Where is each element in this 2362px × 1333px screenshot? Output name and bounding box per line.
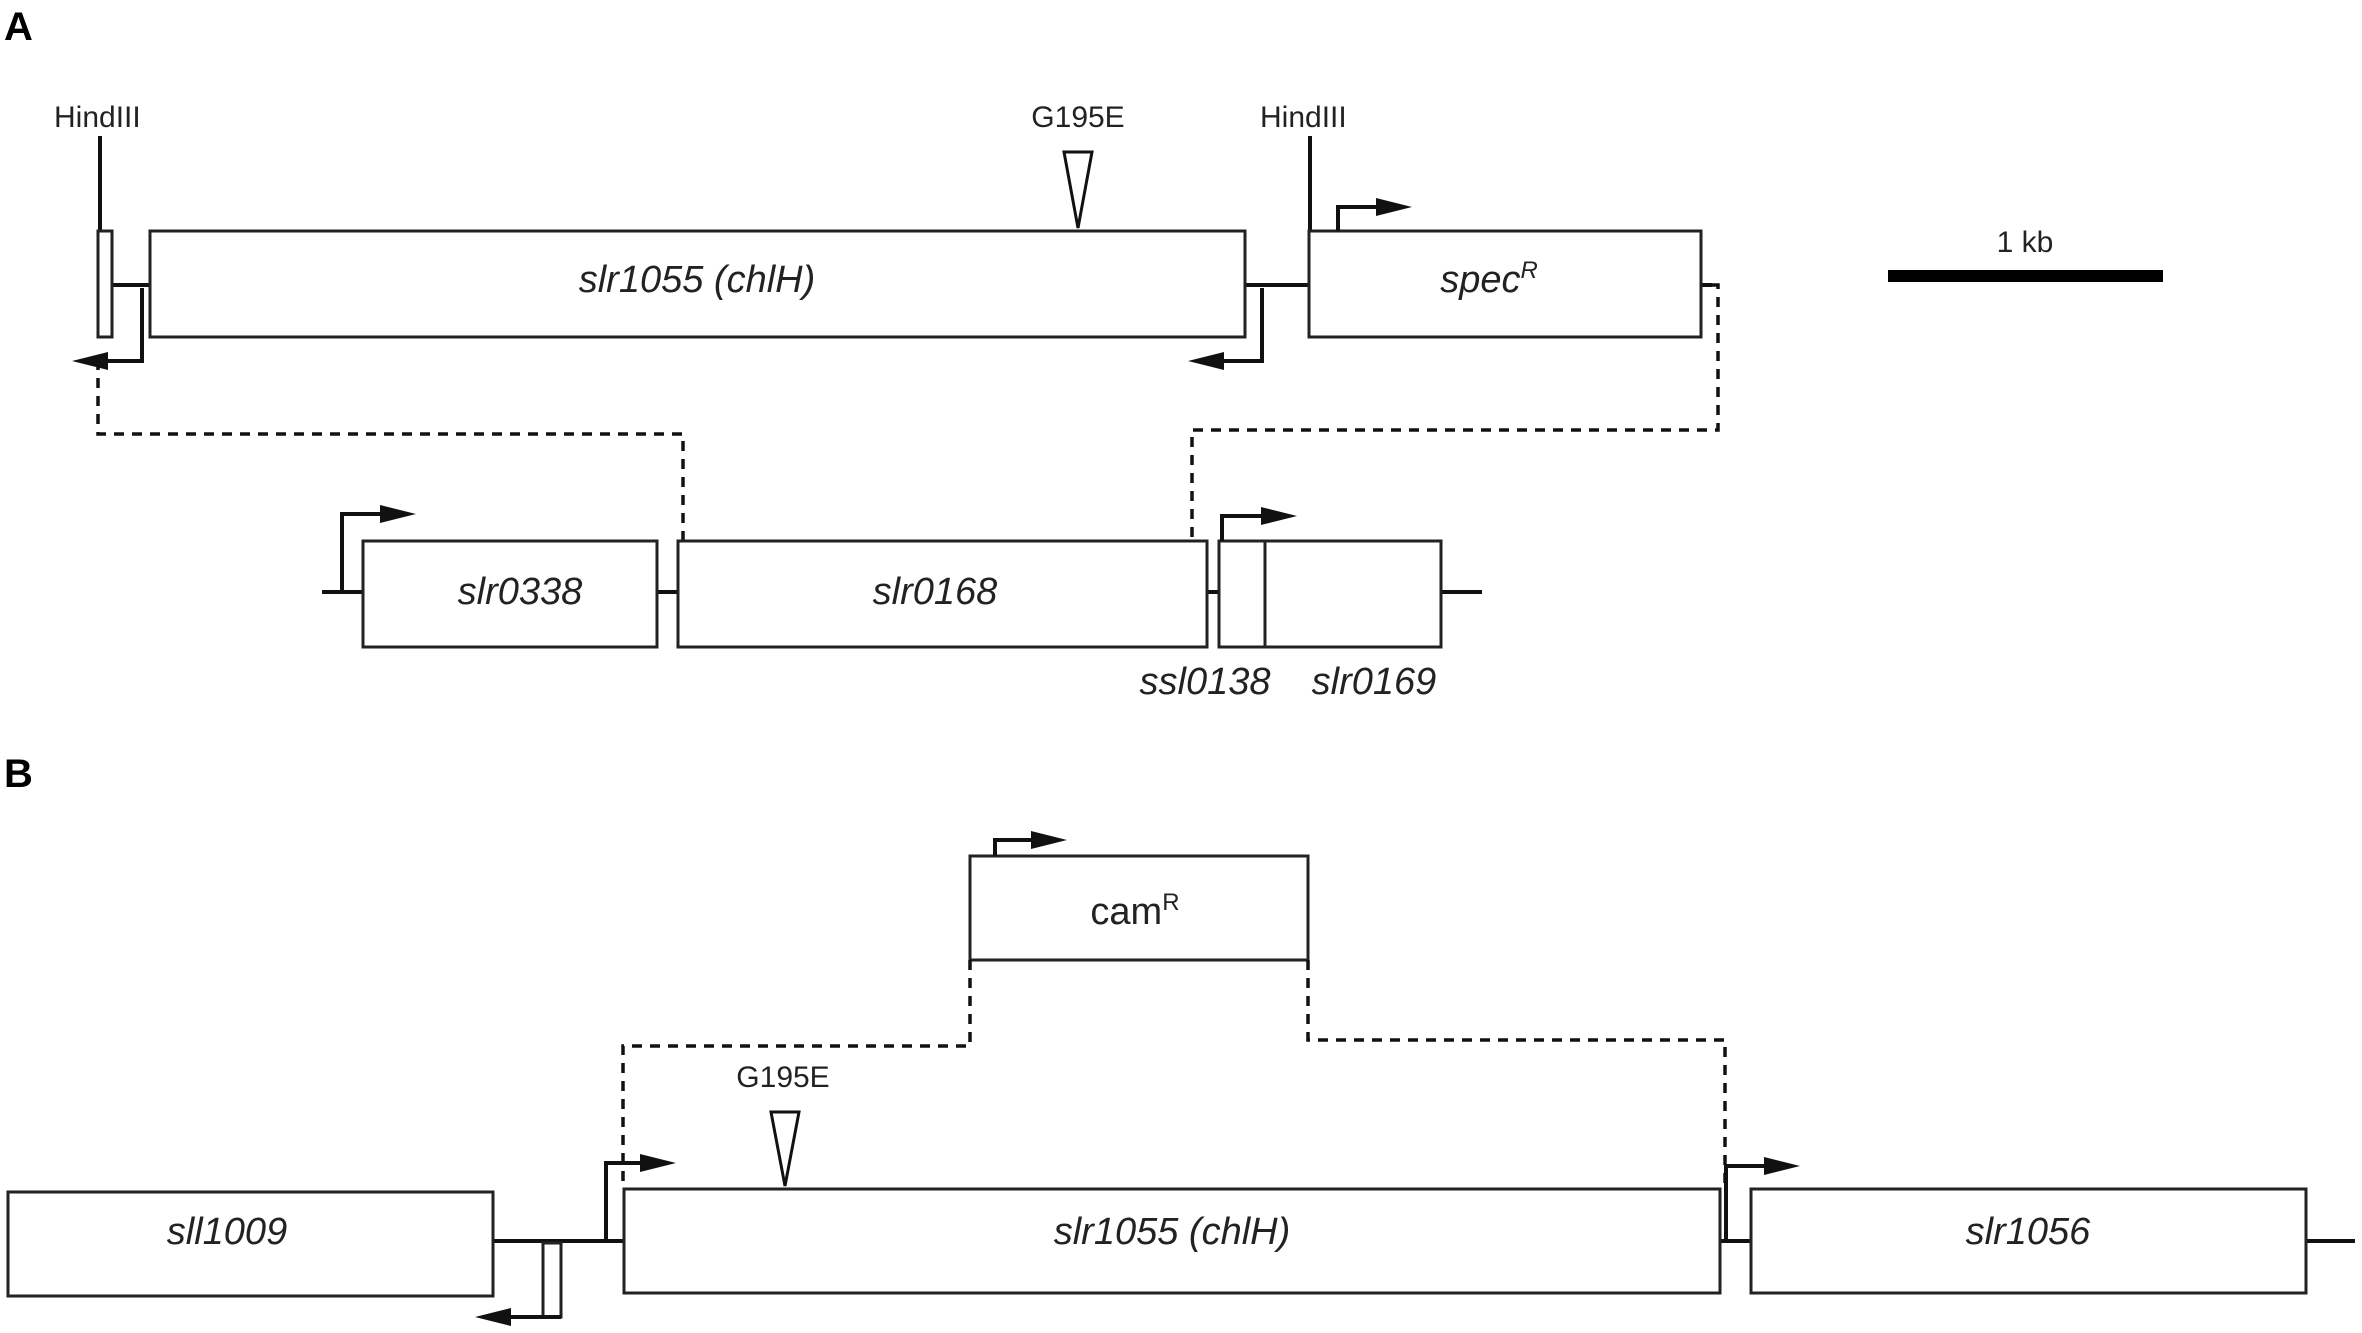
gene-fragment-left (96, 229, 114, 339)
gene-label-specr: specR (1440, 257, 1538, 301)
gene-label-chlh-b: slr1055 (chlH) (1054, 1211, 1291, 1253)
gene-box-slr0168 (676, 539, 1209, 649)
promoter-arrowhead-rev-left (72, 352, 108, 370)
promoter-arrow-specr (1336, 205, 1380, 231)
gene-label-ssl0138: ssl0138 (1140, 661, 1271, 703)
recombination-dash-right (1190, 283, 1720, 540)
recombination-dash-left (96, 360, 685, 540)
promoter-arrow-chlh-b (604, 1161, 640, 1241)
g195e-label-a: G195E (1031, 101, 1124, 134)
promoter-arrowhead-ssl0138 (1261, 507, 1297, 525)
hindiii-right-label: HindIII (1260, 101, 1347, 134)
promoter-arrow-slr0338 (340, 512, 385, 592)
promoter-arrow-camr (993, 838, 1035, 856)
gene-label-camr: camR (1090, 889, 1179, 933)
recombination-dash-b-right (1306, 960, 1727, 1185)
gene-label-slr1056: slr1056 (1966, 1211, 2091, 1253)
g195e-label-b: G195E (736, 1061, 829, 1094)
gene-box-slr0169 (1263, 539, 1443, 649)
gene-box-sll1009 (6, 1190, 495, 1298)
promoter-arrow-slr1056 (1724, 1164, 1764, 1241)
promoter-arrow-rev-left (104, 288, 144, 363)
promoter-arrow-ssl0138 (1220, 514, 1263, 541)
gene-label-chlh: slr1055 (chlH) (579, 259, 816, 301)
g195e-marker-a (1062, 150, 1094, 229)
promoter-arrowhead-slr0338 (380, 505, 416, 523)
gene-box-slr1056 (1749, 1187, 2308, 1295)
promoter-arrowhead-camr (1031, 831, 1067, 849)
gene-label-slr0168: slr0168 (873, 571, 998, 613)
gene-box-chlh-b (622, 1187, 1722, 1295)
promoter-arrowhead-specr (1376, 198, 1412, 216)
gene-fragment-b (541, 1241, 563, 1319)
gene-box-ssl0138 (1217, 539, 1267, 649)
gene-label-slr0169: slr0169 (1312, 661, 1437, 703)
promoter-arrowhead-chlh-b (640, 1154, 676, 1172)
gene-box-chlh (148, 229, 1247, 339)
promoter-arrowhead-slr1056 (1764, 1157, 1800, 1175)
scale-bar-label: 1 kb (1997, 226, 2054, 259)
gene-label-slr0338: slr0338 (458, 571, 583, 613)
promoter-arrowhead-rev-right (1188, 352, 1224, 370)
g195e-marker-b (769, 1110, 801, 1187)
gene-label-sll1009: sll1009 (167, 1211, 287, 1253)
panel-b-label: B (4, 752, 33, 796)
gene-box-camr (968, 854, 1310, 962)
panel-a: A HindIII HindIII slr1055 (chlH) G195E s… (4, 5, 2163, 703)
panel-a-label: A (4, 5, 33, 49)
promoter-arrowhead-rev-b (475, 1308, 511, 1326)
promoter-arrow-rev-right (1220, 288, 1264, 363)
gene-box-specr (1307, 229, 1703, 339)
recombination-dash-b-left (621, 960, 972, 1185)
panel-b: B camR sll1009 slr1055 (chlH) G195E slr1… (4, 752, 2355, 1326)
gene-box-slr0338 (361, 539, 659, 649)
hindiii-left-label: HindIII (54, 101, 141, 134)
